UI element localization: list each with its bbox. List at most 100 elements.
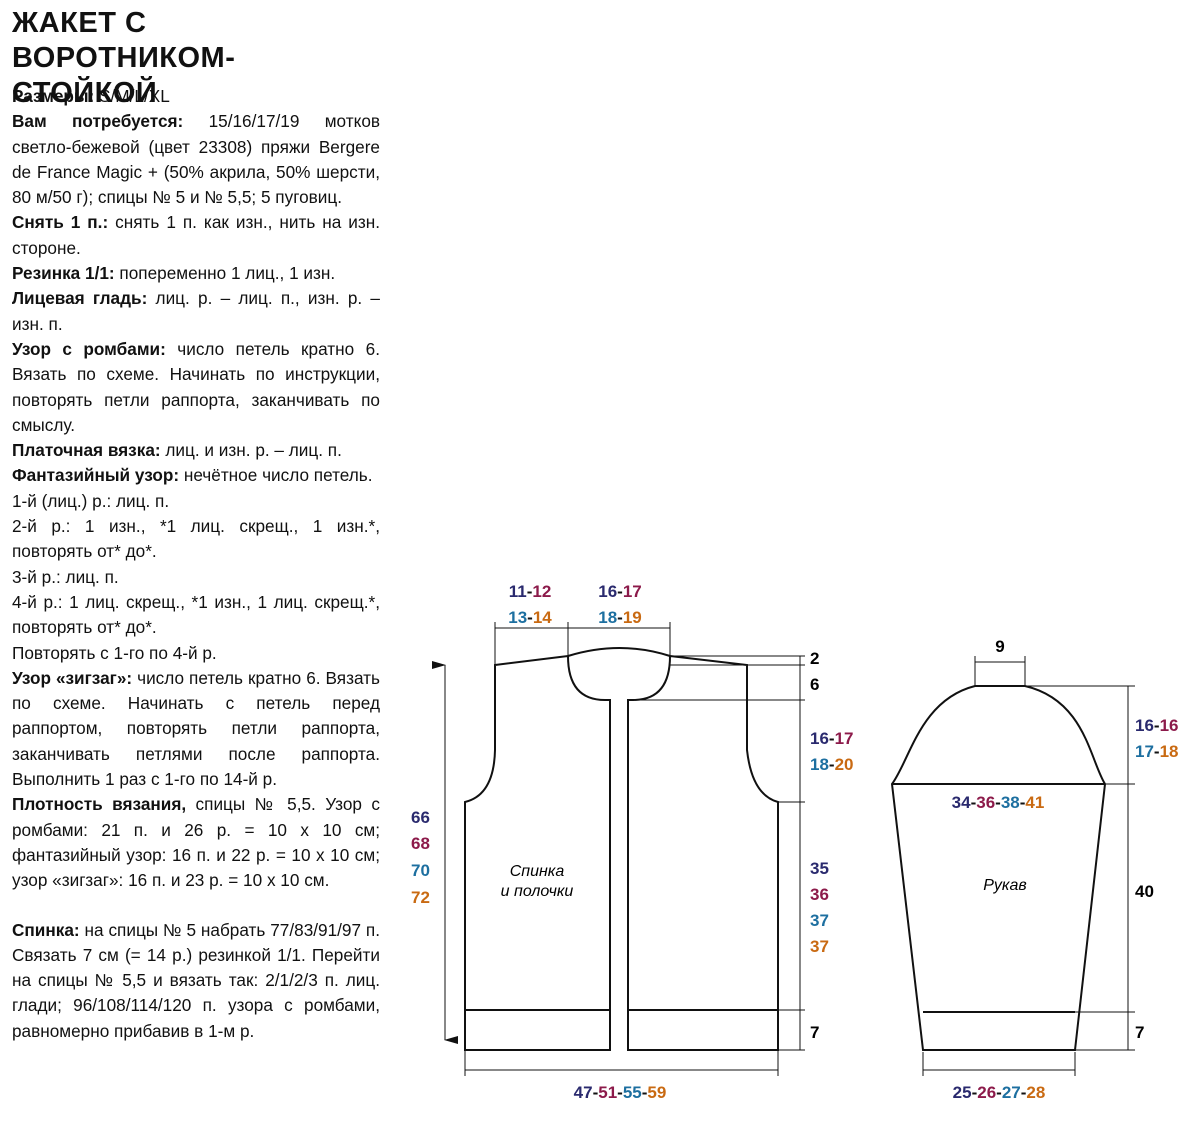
dim-value: 16 [1135, 716, 1154, 735]
materials-paragraph: Вам потребуется: 15/16/17/19 мотков свет… [12, 109, 380, 210]
instructions-text: Размеры: S/M/L/XL Вам потребуется: 15/16… [12, 84, 380, 1044]
dim-side-height-xl: 37 [810, 937, 829, 956]
fancy-row-3: 3-й р.: лиц. п. [12, 566, 119, 587]
diamond-value: число петель кратно 6. Вязать по схеме. … [12, 338, 380, 435]
dim-sep: - [995, 793, 1001, 812]
dim-sep: - [972, 1083, 978, 1102]
sizes-label: Размеры: [12, 86, 95, 106]
dim-body-width: 47-51-55-59 [574, 1083, 667, 1102]
body-label-line-1: Спинка [510, 863, 565, 880]
svg-text:34-36-38-41: 34-36-38-41 [952, 793, 1045, 812]
dim-value: 27 [1002, 1083, 1021, 1102]
svg-text:47-51-55-59: 47-51-55-59 [574, 1083, 667, 1102]
sizes-value: S/M/L/XL [94, 86, 170, 106]
zigzag-value: число петель кратно 6. Вязать по схеме. … [12, 667, 381, 790]
dim-value: 20 [835, 755, 854, 774]
garter-value: лиц. и изн. р. – лиц. п. [160, 440, 342, 461]
dim-value: 17 [835, 729, 854, 748]
dim-value: 47 [574, 1083, 593, 1102]
stockinette-paragraph: Лицевая гладь: лиц. р. – лиц. п., изн. р… [12, 286, 380, 337]
back-label: Спинка: [12, 919, 80, 940]
dim-value: 25 [953, 1083, 972, 1102]
fancy-paragraph: Фантазийный узор: нечётное число петель. [12, 463, 380, 488]
zigzag-label: Узор «зигзаг»: [12, 667, 133, 688]
garter-paragraph: Платочная вязка: лиц. и изн. р. – лиц. п… [12, 438, 380, 463]
dim-neck-left-bottom: 13-14 [508, 608, 552, 627]
rib-value: попеременно 1 лиц., 1 изн. [114, 263, 336, 284]
gauge-paragraph: Плотность вязания, спицы № 5,5. Узор с р… [12, 792, 380, 893]
dim-armhole-bottom: 18-20 [810, 755, 854, 774]
dim-value: 14 [533, 608, 552, 627]
diamond-paragraph: Узор с ромбами: число петель кратно 6. В… [12, 337, 380, 438]
svg-text:16-17: 16-17 [810, 729, 854, 748]
svg-text:11-12: 11-12 [509, 582, 552, 601]
dim-value: 18 [598, 608, 617, 627]
fancy-row-1: 1-й (лиц.) р.: лиц. п. [12, 490, 170, 511]
dim-sep: - [829, 729, 835, 748]
fancy-repeat: Повторять с 1-го по 4-й р. [12, 642, 217, 663]
body-piece-outline [464, 647, 779, 1051]
dim-value: 17 [1135, 742, 1154, 761]
diamond-label: Узор с ромбами: [12, 338, 166, 359]
slip-value: снять 1 п. как изн., нить на изн. сторон… [12, 212, 381, 258]
dim-sep: - [996, 1083, 1002, 1102]
dim-sleeve-cap-top: 16-16 [1135, 716, 1179, 735]
fancy-label: Фантазийный узор: [12, 465, 180, 486]
dim-total-height-m: 68 [411, 834, 430, 853]
dim-sleeve-top-width: 9 [995, 637, 1004, 656]
dim-value: 16 [810, 729, 829, 748]
dim-sleeve-length: 40 [1135, 882, 1154, 901]
dim-value: 34 [952, 793, 971, 812]
dim-sep: - [1154, 716, 1160, 735]
fancy-value: нечётное число петель. [179, 465, 373, 486]
dim-total-height-l: 70 [411, 861, 430, 880]
dim-value: 26 [977, 1083, 996, 1102]
back-paragraph: Спинка: на спицы № 5 набрать 77/83/91/97… [12, 918, 380, 1044]
svg-text:16-16: 16-16 [1135, 716, 1179, 735]
dim-body-rib-height: 7 [810, 1023, 819, 1042]
dim-value: 16 [1160, 716, 1179, 735]
dim-value: 59 [647, 1083, 666, 1102]
svg-text:18-19: 18-19 [598, 608, 642, 627]
rib-label: Резинка 1/1: [12, 263, 115, 284]
rib-paragraph: Резинка 1/1: попеременно 1 лиц., 1 изн. [12, 261, 380, 286]
dim-value: 28 [1026, 1083, 1045, 1102]
sleeve-label: Рукав [983, 877, 1026, 894]
dim-sep: - [617, 608, 623, 627]
dim-value: 51 [598, 1083, 617, 1102]
materials-value: 15/16/17/19 мотков светло-бежевой (цвет … [12, 111, 381, 208]
dim-value: 19 [623, 608, 642, 627]
dim-value: 11 [509, 582, 527, 601]
materials-label: Вам потребуется: [12, 111, 184, 132]
fancy-row-2: 2-й р.: 1 изн., *1 лиц. скрещ., 1 изн.*,… [12, 516, 380, 562]
dim-total-height-s: 66 [411, 808, 430, 827]
dim-sep: - [617, 1083, 623, 1102]
dim-neck-depth: 6 [810, 675, 819, 694]
slip-label: Снять 1 п.: [12, 212, 109, 233]
dim-side-height-s: 35 [810, 859, 829, 878]
garter-label: Платочная вязка: [12, 440, 161, 461]
sizes-paragraph: Размеры: S/M/L/XL [12, 84, 380, 109]
dim-sep: - [617, 582, 623, 601]
body-dimension-lines [432, 622, 805, 1076]
fancy-row-4: 4-й р.: 1 лиц. скрещ., *1 изн., 1 лиц. с… [12, 591, 380, 638]
svg-text:17-18: 17-18 [1135, 742, 1179, 761]
sleeve-piece-outline [890, 685, 1107, 1051]
dim-shoulder-slope: 2 [810, 649, 819, 668]
stockinette-value: лиц. р. – лиц. п., изн. р. – изн. п. [12, 288, 380, 334]
gauge-value: спицы № 5,5. Узор с ромбами: 21 п. и 26 … [12, 794, 380, 891]
svg-text:16-17: 16-17 [598, 582, 642, 601]
svg-text:13-14: 13-14 [508, 608, 552, 627]
slip-paragraph: Снять 1 п.: снять 1 п. как изн., нить на… [12, 210, 380, 261]
dim-sleeve-upper-width: 34-36-38-41 [952, 793, 1045, 812]
svg-text:25-26-27-28: 25-26-27-28 [953, 1083, 1046, 1102]
dim-value: 41 [1025, 793, 1044, 812]
dim-sep: - [527, 582, 533, 601]
dim-value: 55 [623, 1083, 642, 1102]
zigzag-paragraph: Узор «зигзаг»: число петель кратно 6. Вя… [12, 666, 380, 792]
dim-value: 36 [976, 793, 995, 812]
stockinette-label: Лицевая гладь: [12, 288, 148, 309]
dim-value: 17 [623, 582, 642, 601]
dim-sep: - [642, 1083, 648, 1102]
